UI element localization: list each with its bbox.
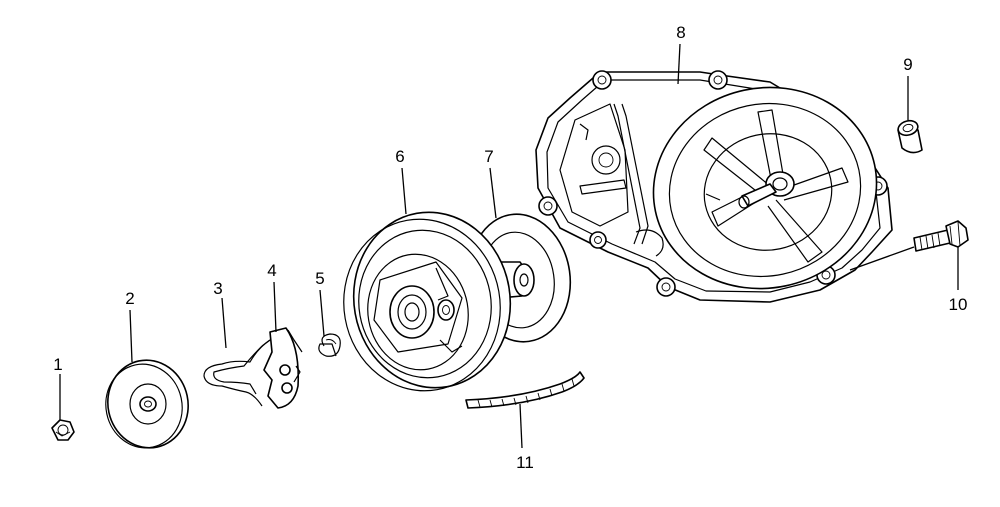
callout-4: 4	[267, 261, 276, 280]
leader-5	[319, 289, 325, 337]
leader-3	[221, 297, 227, 349]
leader-4	[273, 281, 277, 333]
part-1-nut	[51, 419, 75, 441]
callout-8: 8	[676, 23, 685, 42]
callout-9: 9	[903, 55, 912, 74]
callout-2: 2	[125, 289, 134, 308]
part-2-plate	[105, 359, 189, 449]
leader-2	[129, 309, 133, 363]
callout-3: 3	[213, 279, 222, 298]
callout-11: 11	[516, 453, 534, 472]
leader-11	[519, 403, 523, 449]
part-6-pulley	[343, 211, 512, 392]
leader-10b	[849, 246, 915, 271]
leader-lines	[59, 43, 959, 449]
leader-8	[677, 43, 681, 85]
part-4-pawl	[263, 327, 303, 409]
callout-7: 7	[484, 147, 493, 166]
part-9-bushing	[897, 119, 923, 154]
part-10-bolt	[913, 220, 969, 252]
part-11-rope	[465, 371, 585, 409]
leader-6	[401, 167, 407, 215]
part-3-clip	[203, 339, 271, 407]
callout-labels: 1 2 3 4 5 6 7 8 9 10 11	[53, 23, 967, 472]
leader-7	[489, 167, 497, 219]
callout-6: 6	[395, 147, 404, 166]
callout-10: 10	[949, 295, 968, 314]
callout-1: 1	[53, 355, 62, 374]
callout-5: 5	[315, 269, 324, 288]
part-8-housing	[535, 70, 893, 303]
part-5-spring	[318, 333, 341, 357]
